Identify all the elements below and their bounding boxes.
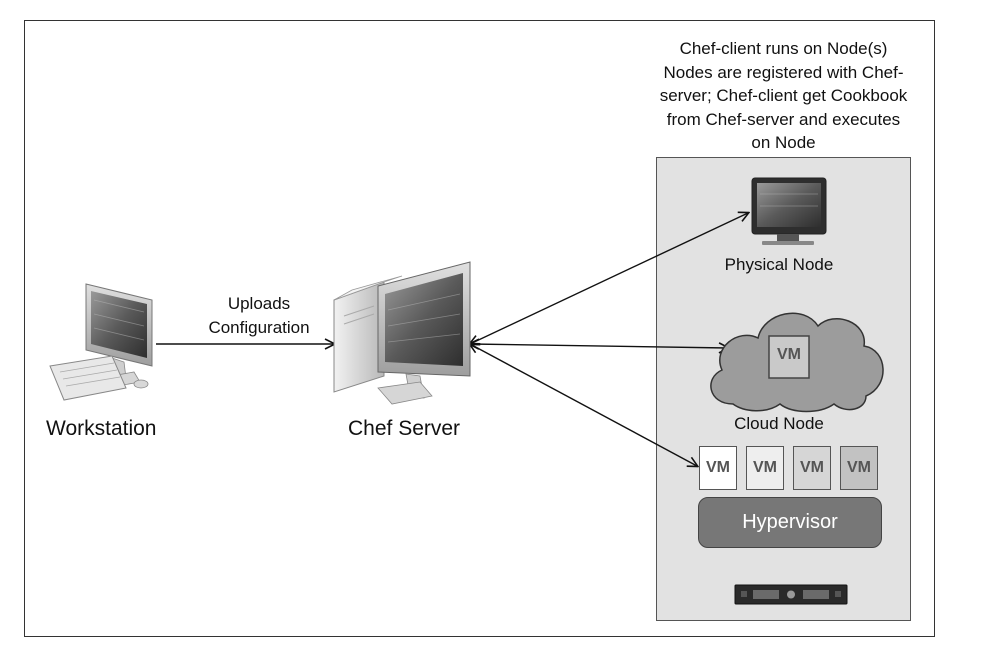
rack-server-icon <box>734 584 848 605</box>
workstation-computer-icon <box>49 283 153 401</box>
vm-box: VM <box>793 446 831 490</box>
cloud-node-cloud-shape <box>710 312 884 413</box>
hypervisor-label: Hypervisor <box>742 511 838 533</box>
vm-box: VM <box>746 446 784 490</box>
edge-server-hypervisor-vms <box>470 344 697 466</box>
vm-box: VM <box>699 446 737 490</box>
vm-box: VM <box>840 446 878 490</box>
chef-server-label: Chef Server <box>348 417 461 440</box>
edge-server-physical <box>470 213 748 344</box>
hypervisor-box: Hypervisor <box>698 497 882 548</box>
workstation-label: Workstation <box>46 417 157 440</box>
cloud-node-label: Cloud Node <box>734 414 824 433</box>
cloud-vm-label: VM <box>777 346 801 363</box>
physical-node-label: Physical Node <box>724 255 834 274</box>
uploads-configuration-label: Uploads Configuration <box>208 294 310 337</box>
edge-server-cloud <box>470 344 728 348</box>
node-description-text: Chef-client runs on Node(s) Nodes are re… <box>659 39 908 152</box>
chef-server-computer-icon <box>333 261 471 405</box>
physical-node-monitor-icon <box>751 177 827 245</box>
